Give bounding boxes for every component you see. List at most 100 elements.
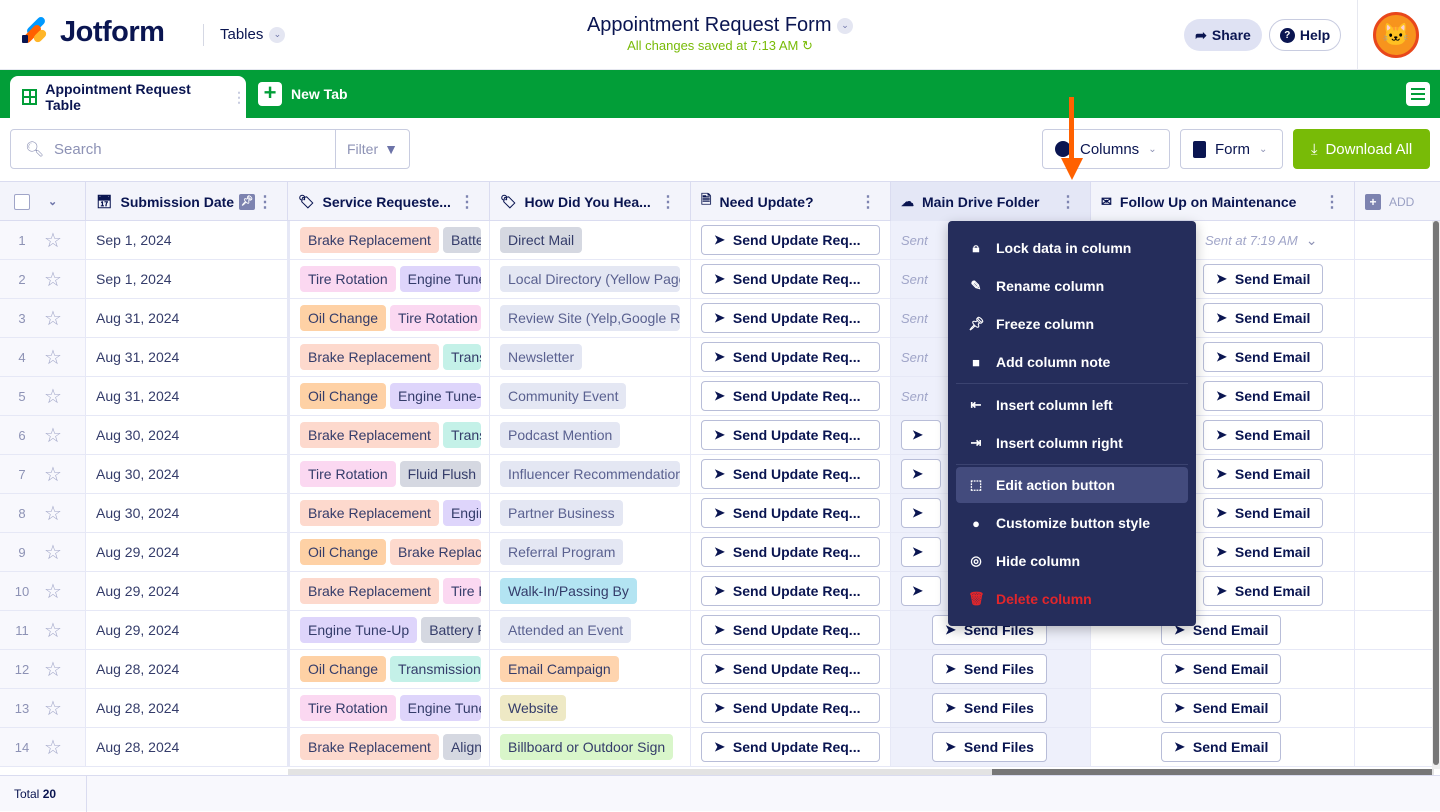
send-files-button[interactable]: ➤Send Files [932,654,1047,684]
menu-item-hide-column[interactable]: ◎Hide column [956,542,1188,580]
pin-icon[interactable]: 📌︎ [239,193,255,210]
send-update-request-button[interactable]: ➤Send Update Req... [701,459,880,489]
column-options-icon[interactable]: ⋮ [860,193,876,211]
select-all-checkbox[interactable] [14,193,30,210]
send-email-button[interactable]: ➤Send Email [1161,693,1282,723]
send-files-button[interactable]: ➤ [901,420,941,450]
form-button[interactable]: Form⌄ [1180,129,1283,169]
submission-date-cell[interactable]: Aug 28, 2024 [86,689,288,727]
star-icon[interactable]: ☆ [44,463,62,486]
column-options-icon[interactable]: ⋮ [459,193,475,211]
service-cell[interactable]: Brake ReplacementTransmission [288,338,490,376]
add-column-button[interactable]: +ADD [1355,182,1440,221]
menu-item-lock-data-in-column[interactable]: 🔒︎Lock data in column [956,229,1188,267]
chevron-down-icon[interactable]: ⌄ [1305,231,1318,248]
send-files-button[interactable]: ➤ [901,537,941,567]
send-files-button[interactable]: ➤Send Files [932,693,1047,723]
star-icon[interactable]: ☆ [44,736,62,759]
help-button[interactable]: ?Help [1269,19,1341,51]
new-tab-button[interactable]: +New Tab [258,82,348,106]
download-all-button[interactable]: ⤓Download All [1293,129,1430,169]
submission-date-cell[interactable]: Aug 29, 2024 [86,533,288,571]
column-header[interactable]: ☁︎Main Drive Folder⋮ [891,182,1091,221]
tables-dropdown[interactable]: Tables⌄ [220,26,286,43]
star-icon[interactable]: ☆ [44,346,62,369]
star-icon[interactable]: ☆ [44,307,62,330]
vertical-scrollbar[interactable] [1432,221,1440,769]
send-update-request-button[interactable]: ➤Send Update Req... [701,342,880,372]
source-cell[interactable]: Referral Program [490,533,691,571]
star-icon[interactable]: ☆ [44,697,62,720]
send-update-request-button[interactable]: ➤Send Update Req... [701,498,880,528]
source-cell[interactable]: Partner Business [490,494,691,532]
source-cell[interactable]: Billboard or Outdoor Sign [490,728,691,766]
send-email-button[interactable]: ➤Send Email [1203,264,1324,294]
send-update-request-button[interactable]: ➤Send Update Req... [701,615,880,645]
search-input[interactable]: 🔍︎Search [11,130,335,168]
send-update-request-button[interactable]: ➤Send Update Req... [701,225,880,255]
submission-date-cell[interactable]: Aug 30, 2024 [86,494,288,532]
avatar[interactable]: 🐱 [1373,12,1419,58]
source-cell[interactable]: Community Event [490,377,691,415]
source-cell[interactable]: Direct Mail [490,221,691,259]
submission-date-cell[interactable]: Sep 1, 2024 [86,260,288,298]
send-files-button[interactable]: ➤ [901,498,941,528]
submission-date-cell[interactable]: Aug 30, 2024 [86,416,288,454]
send-email-button[interactable]: ➤Send Email [1161,732,1282,762]
source-cell[interactable]: Walk-In/Passing By [490,572,691,610]
send-update-request-button[interactable]: ➤Send Update Req... [701,576,880,606]
source-cell[interactable]: Newsletter [490,338,691,376]
send-update-request-button[interactable]: ➤Send Update Req... [701,264,880,294]
source-cell[interactable]: Podcast Mention [490,416,691,454]
menu-item-delete-column[interactable]: 🗑︎Delete column [956,580,1188,618]
service-cell[interactable]: Brake ReplacementBattery Replacement [288,221,490,259]
send-email-button[interactable]: ➤Send Email [1203,420,1324,450]
menu-item-add-column-note[interactable]: ■Add column note [956,343,1188,381]
menu-item-rename-column[interactable]: ✎Rename column [956,267,1188,305]
column-header[interactable]: 🏷︎Service Requeste...⋮ [288,182,490,221]
submission-date-cell[interactable]: Aug 31, 2024 [86,377,288,415]
send-files-button[interactable]: ➤Send Files [932,732,1047,762]
service-cell[interactable]: Brake ReplacementEngine Tune-Up [288,494,490,532]
star-icon[interactable]: ☆ [44,580,62,603]
send-email-button[interactable]: ➤Send Email [1203,381,1324,411]
column-header[interactable]: 🗎Need Update?⋮ [691,182,891,221]
send-email-button[interactable]: ➤Send Email [1203,537,1324,567]
send-email-button[interactable]: ➤Send Email [1203,303,1324,333]
star-icon[interactable]: ☆ [44,424,62,447]
horizontal-scrollbar[interactable] [288,769,1434,775]
send-files-button[interactable]: ➤ [901,576,941,606]
star-icon[interactable]: ☆ [44,541,62,564]
source-cell[interactable]: Attended an Event [490,611,691,649]
send-email-button[interactable]: ➤Send Email [1161,654,1282,684]
source-cell[interactable]: Review Site (Yelp,Google Reviews) [490,299,691,337]
send-email-button[interactable]: ➤Send Email [1203,498,1324,528]
hamburger-menu-button[interactable] [1406,82,1430,106]
menu-item-insert-column-left[interactable]: ⇤Insert column left [956,386,1188,424]
send-update-request-button[interactable]: ➤Send Update Req... [701,693,880,723]
submission-date-cell[interactable]: Aug 28, 2024 [86,728,288,766]
send-update-request-button[interactable]: ➤Send Update Req... [701,303,880,333]
source-cell[interactable]: Website [490,689,691,727]
tab-options-icon[interactable]: ⋮ [232,88,246,105]
column-header[interactable]: 📅︎Submission Date📌︎⋮ [86,182,288,221]
column-options-icon[interactable]: ⋮ [257,193,273,211]
star-icon[interactable]: ☆ [44,385,62,408]
menu-item-insert-column-right[interactable]: ⇥Insert column right [956,424,1188,462]
menu-item-customize-button-style[interactable]: ●Customize button style [956,504,1188,542]
send-update-request-button[interactable]: ➤Send Update Req... [701,381,880,411]
send-files-button[interactable]: ➤ [901,459,941,489]
